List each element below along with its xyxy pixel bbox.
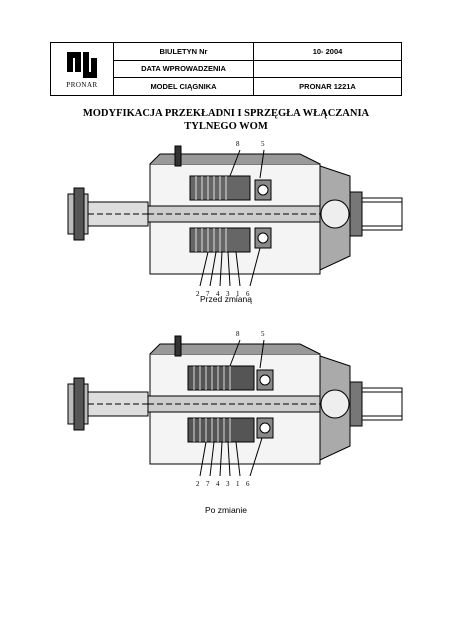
callout-bottom: 7 — [206, 290, 210, 298]
drawing-after-change: 8 5 2 7 4 3 1 6 — [67, 330, 403, 488]
logo-cell: PRONAR — [50, 42, 114, 96]
tractor-model-value: PRONAR 1221A — [253, 77, 402, 96]
callout-bottom: 1 — [236, 290, 240, 298]
callout-bottom: 2 — [196, 290, 200, 298]
bulletin-header-table: PRONAR BIULETYN Nr 10- 2004 DATA WPROWAD… — [50, 42, 402, 96]
callout-bottom: 4 — [216, 290, 220, 298]
callout-bottom: 1 — [236, 480, 240, 488]
document-title: MODYFIKACJA PRZEKŁADNI I SPRZĘGŁA WŁĄCZA… — [40, 107, 412, 133]
drawing-before-change: 8 5 2 7 4 3 1 6 — [67, 140, 403, 298]
logo-text: PRONAR — [66, 80, 98, 89]
bulletin-number-value: 10- 2004 — [253, 42, 402, 61]
bulletin-number-label: BIULETYN Nr — [113, 42, 254, 61]
callout-bottom: 6 — [246, 290, 250, 298]
title-line-2: TYLNEGO WOM — [184, 121, 268, 132]
introduction-date-value — [253, 59, 402, 79]
pronar-logo-icon — [67, 51, 97, 78]
callout-top: 5 — [261, 140, 265, 148]
introduction-date-label: DATA WPROWADZENIA — [113, 59, 254, 79]
figure-caption-before: Przed zmianą — [200, 294, 252, 304]
figure-caption-after: Po zmianie — [204, 505, 248, 515]
callout-bottom: 3 — [226, 480, 230, 488]
callout-top: 8 — [236, 330, 240, 338]
tractor-model-label: MODEL CIĄGNIKA — [113, 77, 254, 96]
callout-bottom: 2 — [196, 480, 200, 488]
title-line-1: MODYFIKACJA PRZEKŁADNI I SPRZĘGŁA WŁĄCZA… — [82, 108, 370, 119]
callout-bottom: 7 — [206, 480, 210, 488]
callout-top: 8 — [236, 140, 240, 148]
callout-bottom: 3 — [226, 290, 230, 298]
callout-bottom: 6 — [246, 480, 250, 488]
callout-top: 5 — [261, 330, 265, 338]
callout-bottom: 4 — [216, 480, 220, 488]
